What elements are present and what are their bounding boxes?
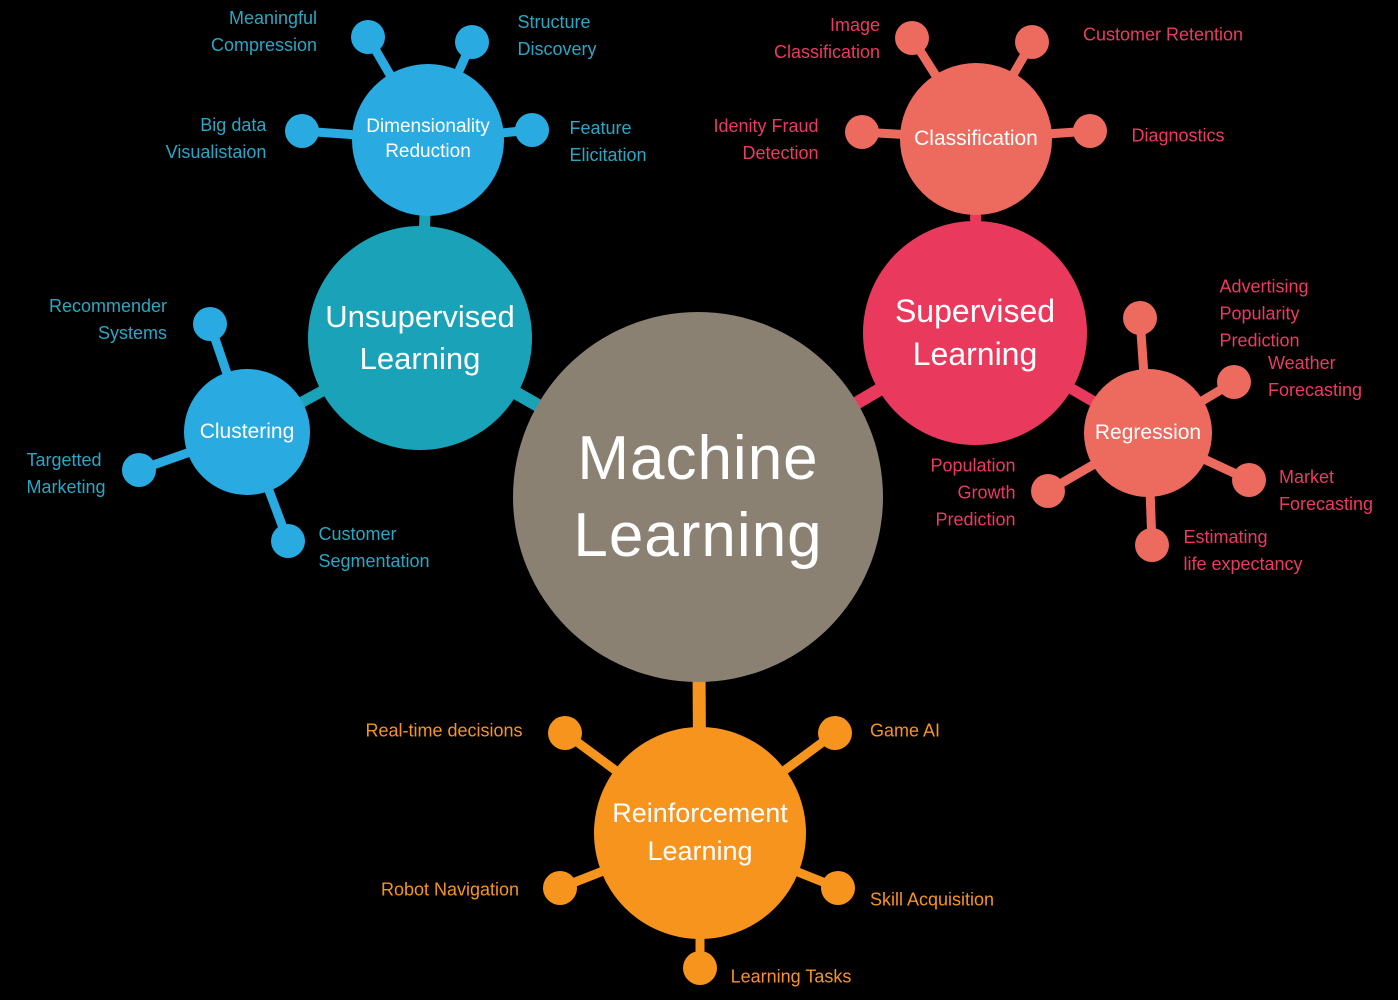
satellite-dot-diagnostics	[1073, 114, 1107, 148]
label-recommender-systems: Recommender Systems	[48, 296, 168, 343]
label-identity-fraud-detection: Idenity Fraud Detection	[713, 116, 819, 163]
satellite-dot-market-forecasting	[1232, 463, 1266, 497]
node-clustering: Clustering	[184, 369, 310, 495]
node-regression: Regression	[1084, 369, 1212, 497]
label-market-forecasting: Market Forecasting	[1278, 467, 1374, 514]
node-dimensionality-reduction: Dimensionality Reduction	[352, 64, 504, 216]
satellite-dot-game-ai	[818, 716, 852, 750]
label-feature-elicitation: Feature Elicitation	[569, 118, 647, 165]
label-structure-discovery: Structure Discovery	[517, 12, 597, 59]
label-estimating-life-expectancy: Estimating life expectancy	[1183, 527, 1303, 574]
satellite-dot-identity-fraud-detection	[845, 115, 879, 149]
label-customer-retention: Customer Retention	[1082, 24, 1244, 45]
label-population-growth: Population Growth Prediction	[930, 455, 1016, 530]
label-skill-acquisition: Skill Acquisition	[869, 889, 995, 910]
label-weather-forecasting: Weather Forecasting	[1267, 353, 1363, 400]
satellite-dot-estimating-life-expectancy	[1135, 528, 1169, 562]
satellite-dot-targetted-marketing	[122, 453, 156, 487]
satellite-dot-structure-discovery	[455, 25, 489, 59]
satellite-dot-recommender-systems	[193, 307, 227, 341]
label-robot-navigation: Robot Navigation	[380, 879, 520, 900]
node-classification: Classification	[900, 63, 1052, 215]
label-targetted-marketing: Targetted Marketing	[26, 450, 106, 497]
satellite-dot-customer-segmentation	[271, 524, 305, 558]
satellite-dot-meaningful-compression	[351, 20, 385, 54]
satellite-dot-population-growth	[1031, 474, 1065, 508]
label-game-ai: Game AI	[869, 720, 941, 741]
satellite-dot-real-time-decisions	[548, 716, 582, 750]
satellite-dot-robot-navigation	[543, 871, 577, 905]
satellite-dot-big-data-visualisation	[285, 114, 319, 148]
label-customer-segmentation: Customer Segmentation	[318, 524, 430, 571]
label-image-classification: Image Classification	[773, 15, 881, 62]
label-advertising-popularity: Advertising Popularity Prediction	[1219, 276, 1309, 351]
satellite-dot-customer-retention	[1015, 25, 1049, 59]
satellite-dot-skill-acquisition	[821, 871, 855, 905]
label-real-time-decisions: Real-time decisions	[365, 720, 523, 741]
node-unsupervised-learning: Unsupervised Learning	[308, 226, 532, 450]
node-supervised-learning: Supervised Learning	[863, 221, 1087, 445]
satellite-dot-learning-tasks	[683, 951, 717, 985]
label-learning-tasks: Learning Tasks	[730, 966, 852, 987]
label-big-data-visualisation: Big data Visualistaion	[165, 115, 267, 162]
node-reinforcement-learning: Reinforcement Learning	[594, 727, 806, 939]
satellite-dot-advertising-popularity	[1123, 301, 1157, 335]
satellite-dot-feature-elicitation	[515, 113, 549, 147]
satellite-dot-weather-forecasting	[1217, 365, 1251, 399]
node-machine-learning: Machine Learning	[513, 312, 883, 682]
label-diagnostics: Diagnostics	[1131, 125, 1225, 146]
satellite-dot-image-classification	[895, 21, 929, 55]
label-meaningful-compression: Meaningful Compression	[210, 8, 318, 55]
